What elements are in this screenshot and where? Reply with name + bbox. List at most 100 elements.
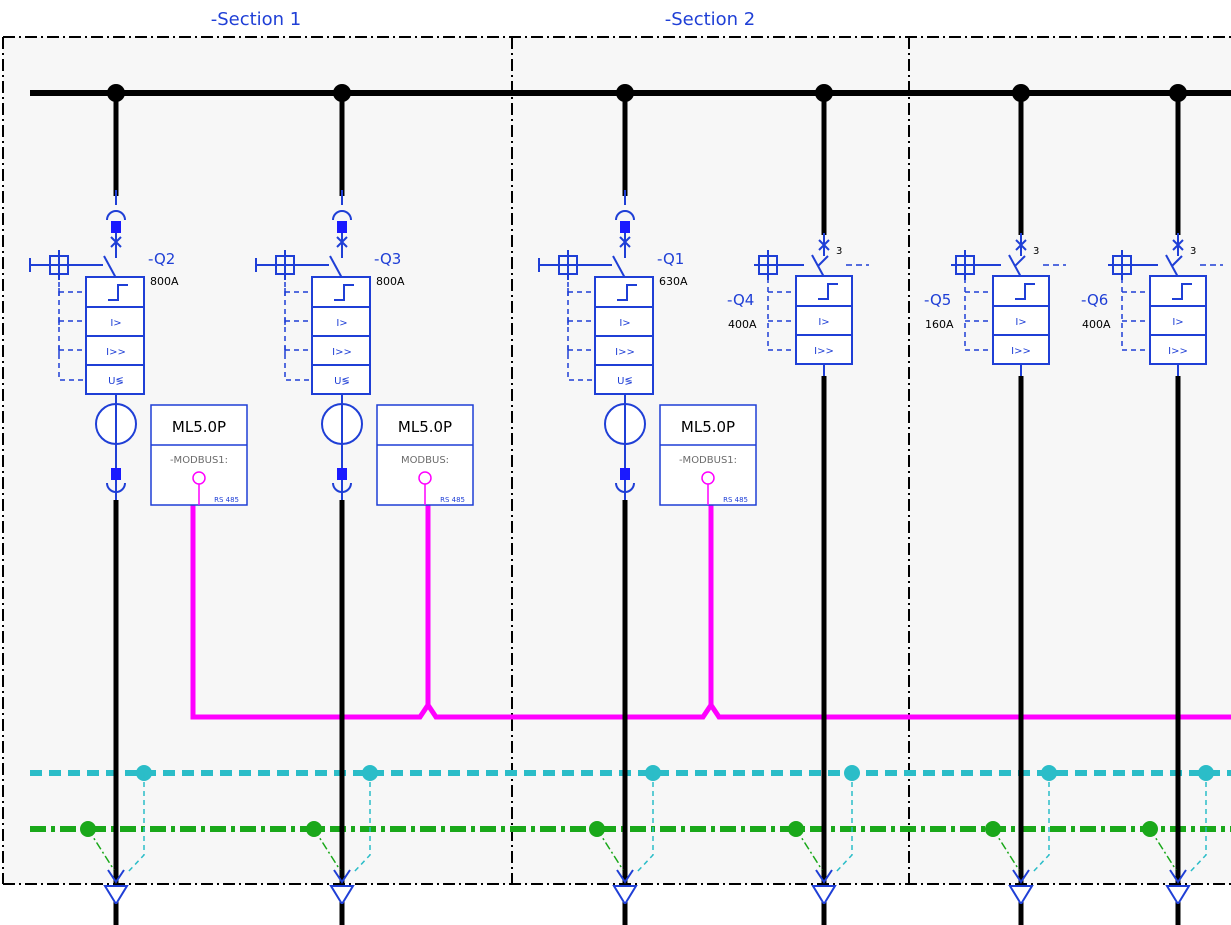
section-frames xyxy=(2,36,1231,885)
trip-unit-box xyxy=(795,275,853,307)
plug-icon xyxy=(337,221,347,233)
meter-title: ML5.0P xyxy=(681,418,735,436)
relay-label: I>> xyxy=(615,347,635,358)
meter-port: RS 485 xyxy=(214,496,239,504)
relay-cell xyxy=(992,305,1050,336)
feeders-layer: I> I>> U≶ -Q2 800A ML5.0P -MODBUS1: RS 485 I> I>>… xyxy=(29,84,1223,925)
relay-label: I> xyxy=(110,318,121,329)
outgoing-terminal-icon xyxy=(612,885,638,906)
pole-count: 3 xyxy=(1190,246,1196,257)
relay-cell xyxy=(594,364,654,395)
busbar-junction-dot xyxy=(1012,84,1030,102)
relay-label: I> xyxy=(818,317,829,328)
breaker-contact-icon xyxy=(612,255,626,279)
cyan-tap-line xyxy=(127,773,145,873)
cyan-tap-line xyxy=(1189,773,1207,873)
earth-arrow-icon xyxy=(107,869,125,884)
rs485-port-icon xyxy=(701,471,715,485)
busbar-junction-dot xyxy=(333,84,351,102)
relay-label: I>> xyxy=(1168,346,1188,357)
plug-icon xyxy=(620,221,630,233)
thermal-icon xyxy=(818,283,838,300)
trip-unit-box xyxy=(1149,275,1207,307)
relay-cell xyxy=(85,335,145,366)
plug-icon xyxy=(337,468,347,480)
pole-count: 3 xyxy=(1033,246,1039,257)
breaker-rating: 160A xyxy=(925,318,954,331)
trip-unit-box xyxy=(311,276,371,308)
linkage-dashed xyxy=(964,278,993,351)
outgoing-terminal-icon xyxy=(1165,885,1191,906)
breaker-rating: 400A xyxy=(728,318,757,331)
cyan-tap-line xyxy=(353,773,371,873)
breaker-tag: -Q3 xyxy=(374,250,401,268)
rs485-port-icon xyxy=(192,471,206,485)
thermal-icon xyxy=(617,284,637,301)
linkage-dashed xyxy=(1121,278,1150,351)
outgoing-terminal-icon xyxy=(103,885,129,906)
relay-label: I> xyxy=(619,318,630,329)
busbar-junction-dot xyxy=(1169,84,1187,102)
relay-cell xyxy=(311,335,371,366)
plug-socket-icon xyxy=(332,210,352,221)
meter-title: ML5.0P xyxy=(398,418,452,436)
breaker-rating: 400A xyxy=(1082,318,1111,331)
earth-arrow-icon xyxy=(1012,869,1030,884)
earth-arrow-icon xyxy=(333,869,351,884)
breaker-contact-icon xyxy=(103,255,117,279)
breaker-tag: -Q1 xyxy=(657,250,684,268)
linkage-dashed xyxy=(767,278,796,351)
breaker-tag: -Q6 xyxy=(1081,291,1108,309)
relay-label: I>> xyxy=(814,346,834,357)
relay-label: U≶ xyxy=(108,376,124,387)
meter-address: -MODBUS1: xyxy=(679,455,737,466)
relay-label: I>> xyxy=(332,347,352,358)
relay-label: I> xyxy=(1172,317,1183,328)
breaker-tag: -Q5 xyxy=(924,291,951,309)
relay-cell xyxy=(992,334,1050,365)
relay-label: I> xyxy=(336,318,347,329)
plug-socket-icon xyxy=(615,210,635,221)
cyan-tap-line xyxy=(835,773,853,873)
relay-label: U≶ xyxy=(617,376,633,387)
meter-port: RS 485 xyxy=(723,496,748,504)
plug-icon xyxy=(620,468,630,480)
thermal-icon xyxy=(1015,283,1035,300)
outgoing-terminal-icon xyxy=(811,885,837,906)
trip-unit-box xyxy=(85,276,145,308)
relay-label: I>> xyxy=(106,347,126,358)
cyan-tap-line xyxy=(636,773,654,873)
breaker-rating: 800A xyxy=(150,275,179,288)
outgoing-terminal-icon xyxy=(329,885,355,906)
earth-arrow-icon xyxy=(616,869,634,884)
plug-icon xyxy=(111,221,121,233)
breaker-tag: -Q2 xyxy=(148,250,175,268)
thermal-icon xyxy=(108,284,128,301)
section-2-title: -Section 2 xyxy=(665,9,756,30)
pole-count: 3 xyxy=(836,246,842,257)
earth-arrow-icon xyxy=(1169,869,1187,884)
breaker-tag: -Q4 xyxy=(727,291,754,309)
thermal-icon xyxy=(1172,283,1192,300)
modbus-line xyxy=(190,505,1231,720)
relay-label: I> xyxy=(1015,317,1026,328)
feeder-q4: 3I> I>> -Q4 400A xyxy=(727,84,869,925)
busbar-junction-dot xyxy=(107,84,125,102)
earth-arrow-icon xyxy=(815,869,833,884)
feeder-q5: 3I> I>> -Q5 160A xyxy=(924,84,1066,925)
relay-label: U≶ xyxy=(334,376,350,387)
relay-cell xyxy=(311,364,371,395)
plug-socket-icon xyxy=(106,210,126,221)
cyan-tap-line xyxy=(1032,773,1050,873)
meter-title: ML5.0P xyxy=(172,418,226,436)
trip-unit-box xyxy=(992,275,1050,307)
relay-cell xyxy=(85,364,145,395)
outgoing-terminal-icon xyxy=(1008,885,1034,906)
relay-label: I>> xyxy=(1011,346,1031,357)
rs485-port-icon xyxy=(418,471,432,485)
plug-icon xyxy=(111,468,121,480)
busbar-junction-dot xyxy=(815,84,833,102)
